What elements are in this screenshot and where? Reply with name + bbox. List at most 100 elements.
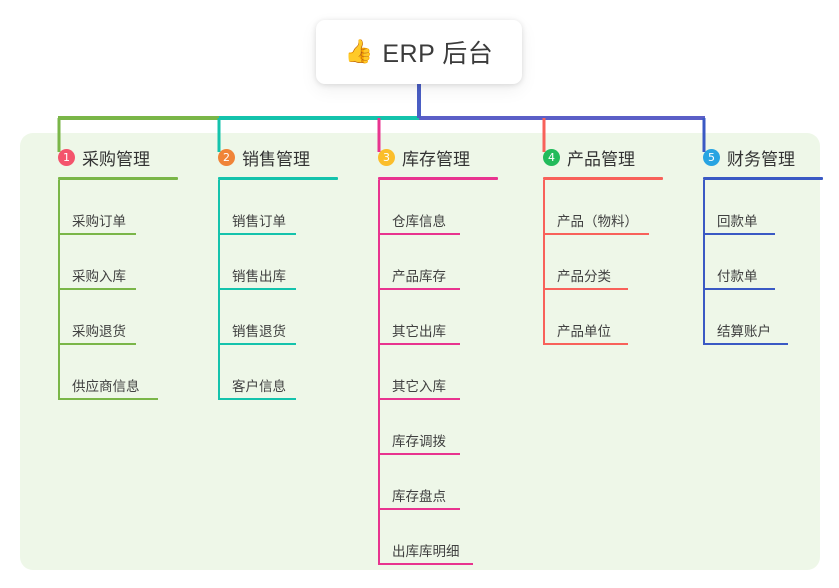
leaf-item-rule (378, 508, 460, 510)
leaf-item-rule (378, 398, 460, 400)
leaf-item-label: 销售退货 (232, 324, 286, 339)
column-items: 采购订单采购入库采购退货供应商信息 (38, 180, 178, 400)
column-number-badge: 5 (703, 148, 720, 166)
leaf-item-rule (543, 233, 649, 235)
column-items: 仓库信息产品库存其它出库其它入库库存调拨库存盘点出库库明细 (358, 180, 498, 565)
leaf-item-label: 产品库存 (392, 269, 446, 284)
leaf-item-label: 供应商信息 (72, 379, 140, 394)
column-header-3[interactable]: 3 库存管理 (358, 144, 498, 170)
leaf-item[interactable]: 销售出库 (198, 235, 338, 290)
leaf-item[interactable]: 产品单位 (523, 290, 663, 345)
leaf-item-label: 付款单 (717, 269, 758, 284)
leaf-item[interactable]: 回款单 (683, 180, 823, 235)
leaf-item[interactable]: 产品分类 (523, 235, 663, 290)
leaf-item-label: 仓库信息 (392, 214, 446, 229)
leaf-item[interactable]: 其它入库 (358, 345, 498, 400)
leaf-item[interactable]: 客户信息 (198, 345, 338, 400)
column-items: 产品（物料） 产品分类产品单位 (523, 180, 663, 345)
column-header-4[interactable]: 4 产品管理 (523, 144, 663, 170)
diagram-panel (20, 133, 820, 570)
leaf-item[interactable]: 销售退货 (198, 290, 338, 345)
leaf-item-label: 销售订单 (232, 214, 286, 229)
leaf-item-rule (58, 288, 136, 290)
column-items: 回款单付款单结算账户 (683, 180, 823, 345)
column-spine (378, 180, 380, 565)
column-title: 产品管理 (567, 149, 635, 169)
column-4: 4 产品管理产品（物料） 产品分类产品单位 (523, 144, 663, 345)
leaf-item[interactable]: 其它出库 (358, 290, 498, 345)
leaf-item-label: 产品分类 (557, 269, 611, 284)
leaf-item-label: 采购退货 (72, 324, 126, 339)
leaf-item-label: 其它出库 (392, 324, 446, 339)
leaf-item-label: 采购入库 (72, 269, 126, 284)
leaf-item[interactable]: 采购入库 (38, 235, 178, 290)
leaf-item-rule (58, 343, 136, 345)
leaf-item-rule (703, 343, 788, 345)
leaf-item-rule (218, 398, 296, 400)
leaf-item[interactable]: 付款单 (683, 235, 823, 290)
leaf-item-label: 销售出库 (232, 269, 286, 284)
leaf-item-label: 结算账户 (717, 324, 771, 339)
column-title: 采购管理 (82, 149, 150, 169)
leaf-item[interactable]: 产品库存 (358, 235, 498, 290)
leaf-item[interactable]: 仓库信息 (358, 180, 498, 235)
leaf-item-label: 采购订单 (72, 214, 126, 229)
leaf-item[interactable]: 采购退货 (38, 290, 178, 345)
leaf-item-rule (218, 288, 296, 290)
leaf-item[interactable]: 库存调拨 (358, 400, 498, 455)
leaf-item-rule (378, 563, 473, 565)
column-5: 5 财务管理回款单付款单结算账户 (683, 144, 823, 345)
column-number-badge: 4 (543, 148, 560, 166)
leaf-item-rule (218, 233, 296, 235)
column-header-rule (378, 177, 498, 180)
column-header-rule (543, 177, 663, 180)
leaf-item-rule (218, 343, 296, 345)
column-title: 库存管理 (402, 149, 470, 169)
column-1: 1 采购管理采购订单采购入库采购退货供应商信息 (38, 144, 178, 400)
leaf-item-rule (543, 343, 628, 345)
leaf-item[interactable]: 结算账户 (683, 290, 823, 345)
leaf-item-rule (703, 233, 775, 235)
leaf-item-label: 产品单位 (557, 324, 611, 339)
column-header-rule (218, 177, 338, 180)
column-items: 销售订单销售出库销售退货客户信息 (198, 180, 338, 400)
column-spine (543, 180, 545, 345)
leaf-item-rule (378, 343, 460, 345)
column-header-rule (58, 177, 178, 180)
column-3: 3 库存管理仓库信息产品库存其它出库其它入库库存调拨库存盘点出库库明细 (358, 144, 498, 565)
column-header-rule (703, 177, 823, 180)
leaf-item-label: 产品（物料） (557, 214, 638, 229)
column-number-badge: 1 (58, 148, 75, 166)
column-2: 2 销售管理销售订单销售出库销售退货客户信息 (198, 144, 338, 400)
column-number-badge: 2 (218, 148, 235, 166)
column-header-2[interactable]: 2 销售管理 (198, 144, 338, 170)
leaf-item-label: 出库库明细 (392, 544, 460, 559)
column-title: 财务管理 (727, 149, 795, 169)
leaf-item-rule (58, 398, 158, 400)
column-spine (58, 180, 60, 400)
column-number-badge: 3 (378, 148, 395, 166)
leaf-item-label: 库存调拨 (392, 434, 446, 449)
root-node-title: ERP 后台 (382, 40, 494, 68)
leaf-item-rule (378, 288, 460, 290)
leaf-item-label: 回款单 (717, 214, 758, 229)
leaf-item-rule (703, 288, 775, 290)
column-spine (218, 180, 220, 400)
leaf-item[interactable]: 销售订单 (198, 180, 338, 235)
root-node-erp-backend[interactable]: 👍 ERP 后台 (316, 20, 522, 84)
leaf-item-label: 库存盘点 (392, 489, 446, 504)
leaf-item[interactable]: 供应商信息 (38, 345, 178, 400)
column-header-1[interactable]: 1 采购管理 (38, 144, 178, 170)
leaf-item[interactable]: 出库库明细 (358, 510, 498, 565)
column-title: 销售管理 (242, 149, 310, 169)
leaf-item-rule (378, 453, 460, 455)
leaf-item-rule (543, 288, 628, 290)
leaf-item[interactable]: 采购订单 (38, 180, 178, 235)
leaf-item-rule (58, 233, 136, 235)
thumbs-up-icon: 👍 (344, 38, 374, 65)
leaf-item[interactable]: 产品（物料） (523, 180, 663, 235)
leaf-item-label: 其它入库 (392, 379, 446, 394)
column-header-5[interactable]: 5 财务管理 (683, 144, 823, 170)
leaf-item-rule (378, 233, 460, 235)
leaf-item[interactable]: 库存盘点 (358, 455, 498, 510)
